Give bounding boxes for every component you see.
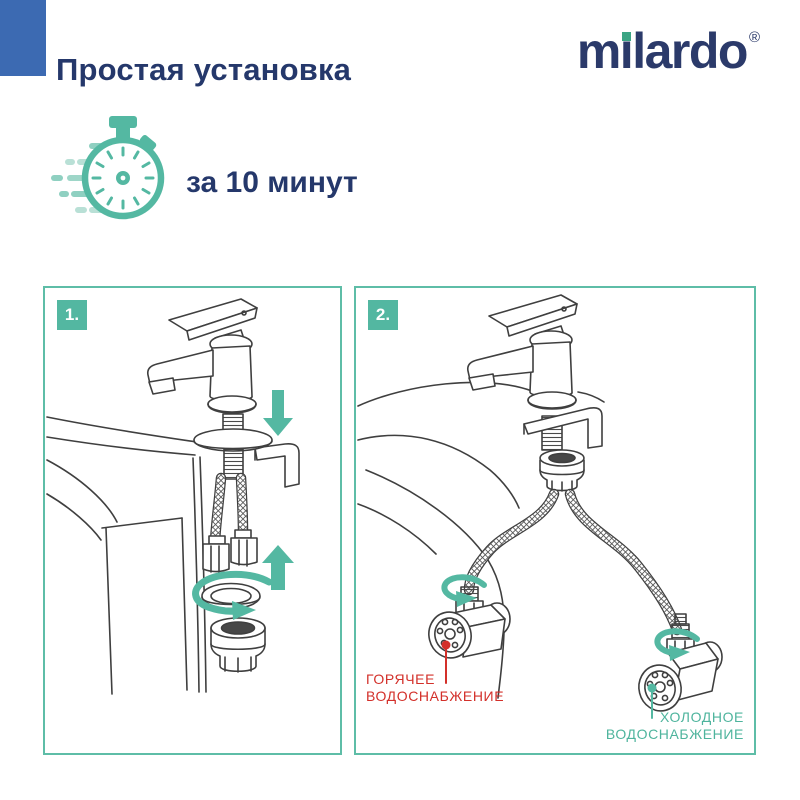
tighten-rotation-arrow-cold-icon [654,628,700,661]
stopwatch-icon [51,116,165,220]
hot-water-label-line1: ГОРЯЧЕЕ [366,671,436,687]
step-panel-1: 1. [43,286,342,755]
cold-water-label-line2: ВОДОСНАБЖЕНИЕ [605,726,744,742]
step-number-badge-1: 1. [57,300,87,330]
mounting-nut [539,449,585,492]
tighten-rotation-arrow-hot-icon [441,574,487,607]
faucet-illustration [146,298,273,480]
faucet-illustration [466,294,578,410]
step-number-badge-2: 2. [368,300,398,330]
step-panel-2: 2. [354,286,756,755]
rubber-washer [201,582,261,610]
sink-cross-section [357,381,605,699]
cold-water-label: ХОЛОДНОЕ ВОДОСНАБЖЕНИЕ [604,709,744,743]
hot-callout-line [441,640,451,684]
registered-trademark-icon: ® [748,29,760,46]
install-time-text: за 10 минут [186,166,358,199]
mounting-nut [210,617,266,673]
deck-bracket [523,407,603,449]
cold-callout-line [647,683,657,719]
sink-cross-section [46,416,300,695]
brand-i-dot-icon [621,32,631,41]
hose-nuts [202,529,258,574]
faucet-insert-diagram-step1 [46,298,300,695]
hot-water-label-line2: ВОДОСНАБЖЕНИЕ [366,688,505,704]
tighten-rotation-arrow-icon [192,570,273,620]
insert-down-arrow-icon [263,390,293,436]
hot-water-label: ГОРЯЧЕЕ ВОДОСНАБЖЕНИЕ [366,671,504,705]
faucet-connect-diagram-step2 [357,294,723,719]
cold-water-label-line1: ХОЛОДНОЕ [660,709,744,725]
hose-up-arrow-icon [262,545,294,590]
brand-corner-mark [0,0,46,76]
hot-water-valve [428,586,511,659]
page-title: Простая установка [56,52,352,87]
